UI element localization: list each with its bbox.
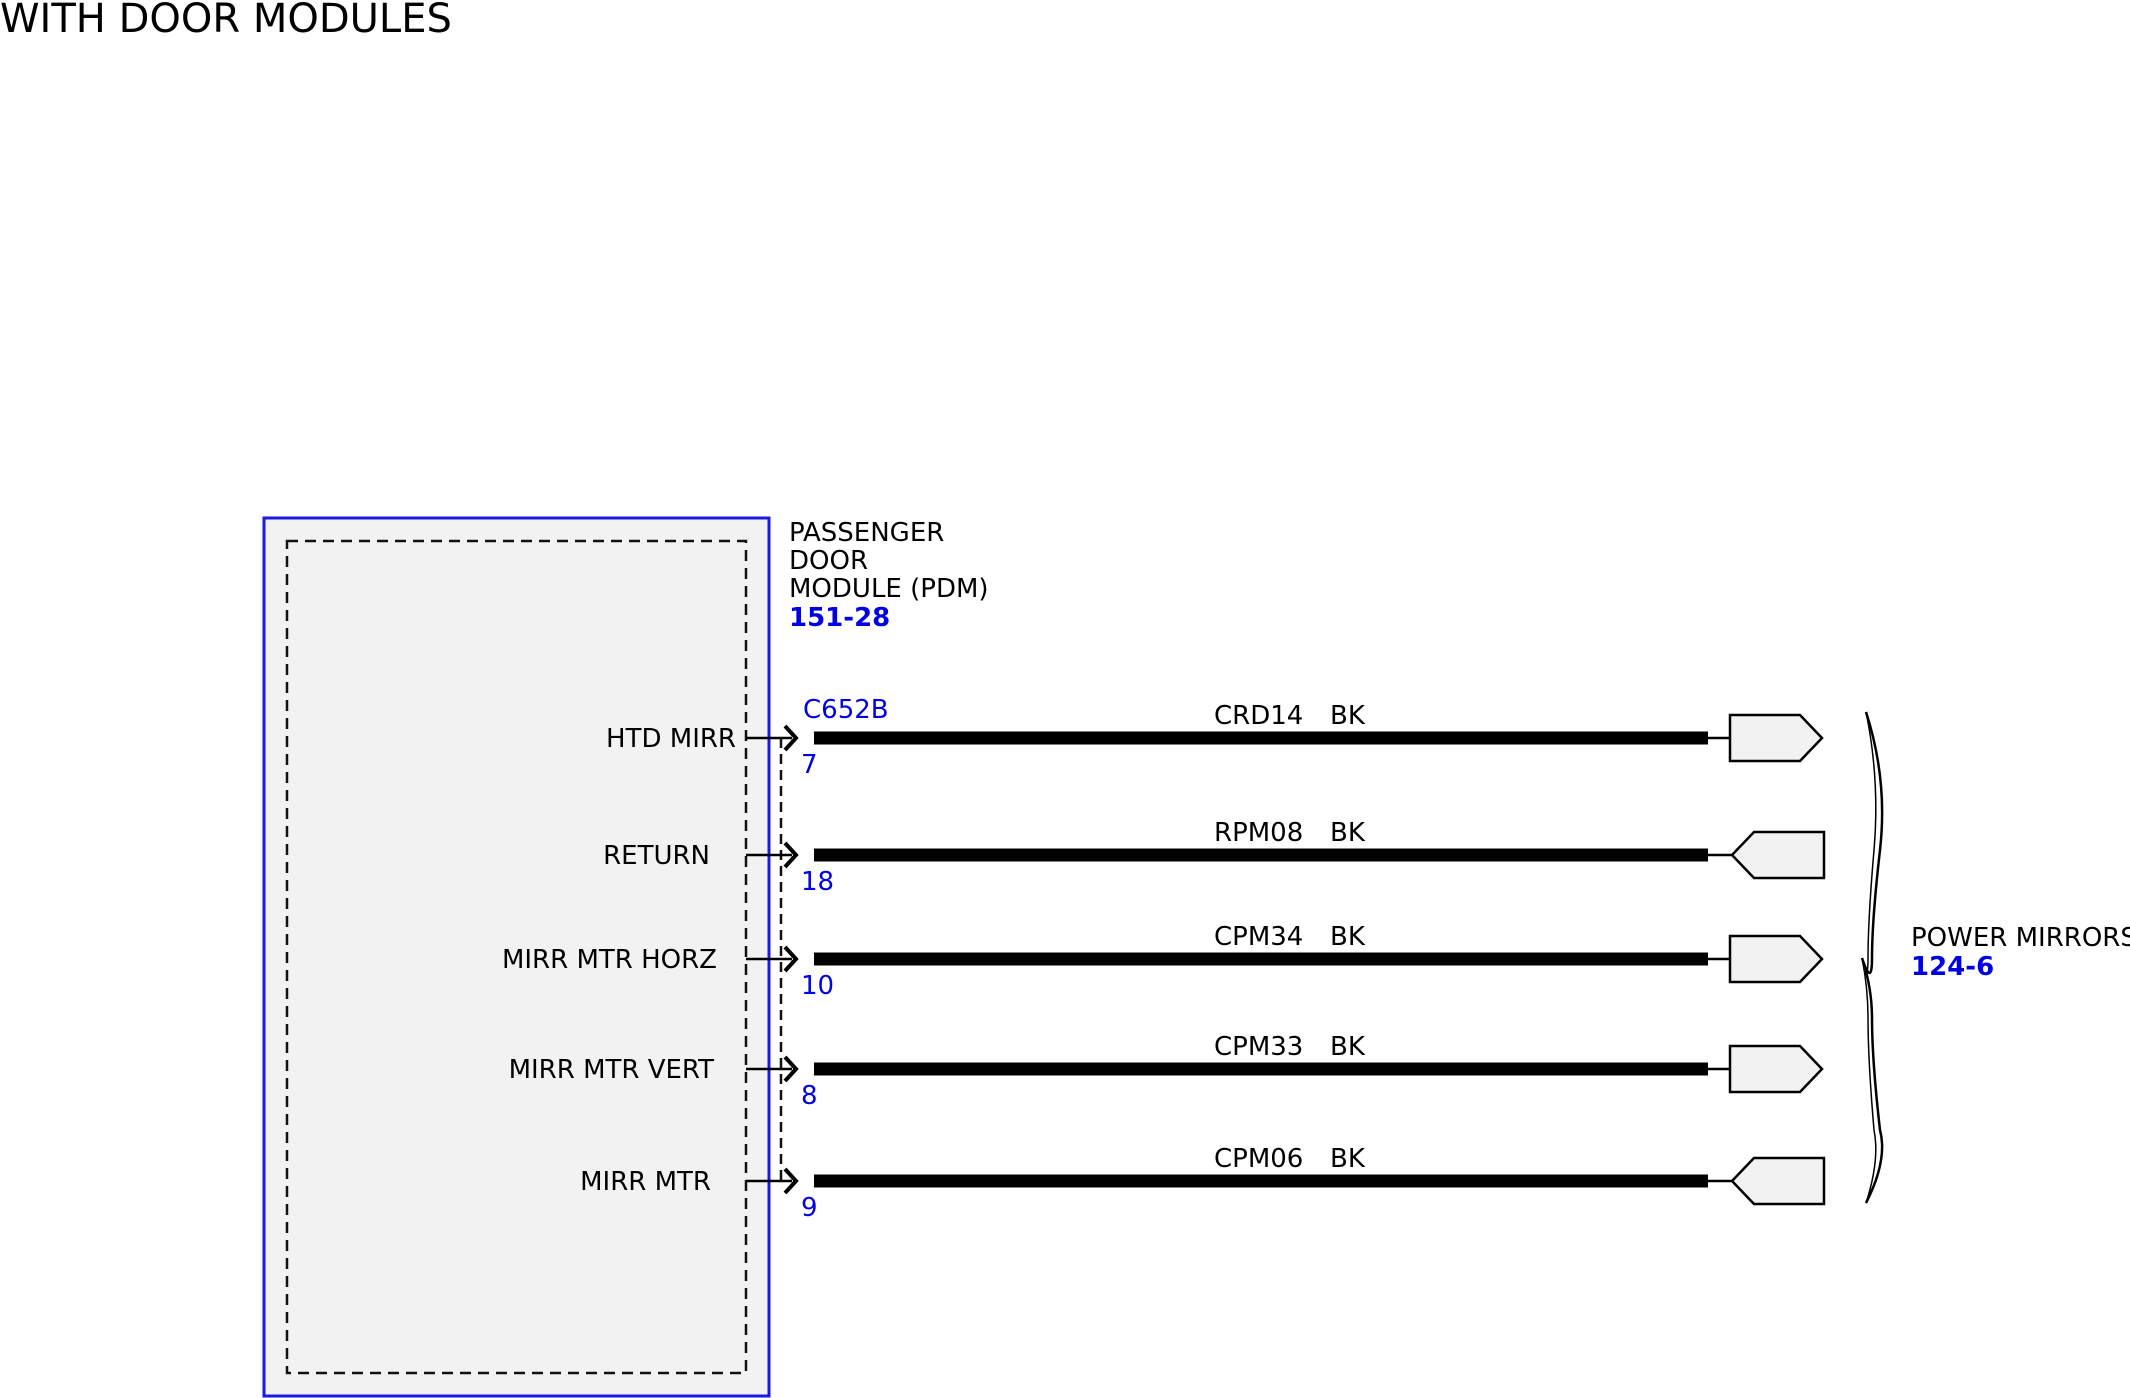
pin-number: 18 <box>801 867 834 897</box>
wire-id: CPM06 <box>1214 1144 1303 1174</box>
module-name-line-2: DOOR <box>789 546 868 576</box>
connector-id[interactable]: C652B <box>803 695 889 725</box>
circuit-row: MIRR MTR HORZ 10 CPM34 BK <box>502 922 1824 1001</box>
connector-pin-icon <box>783 1055 799 1083</box>
connector-pin-icon <box>783 945 799 973</box>
pin-signal-label: MIRR MTR VERT <box>509 1055 715 1085</box>
diagram-title: WITH DOOR MODULES <box>0 0 452 42</box>
module-internal-boundary <box>285 539 748 1375</box>
module-outline <box>262 516 771 1398</box>
pin-signal-label: RETURN <box>603 841 710 871</box>
module-name-line-3: MODULE (PDM) <box>789 574 989 604</box>
output-terminal-icon[interactable] <box>1728 1044 1824 1094</box>
connector-pin-icon <box>783 841 799 869</box>
output-terminal-icon[interactable] <box>1728 713 1824 763</box>
pin-signal-label: MIRR MTR HORZ <box>502 945 717 975</box>
wire-id: CRD14 <box>1214 701 1303 731</box>
connector-pin-icon <box>783 1167 799 1195</box>
input-terminal-icon[interactable] <box>1730 830 1826 880</box>
pin-number: 10 <box>801 971 834 1001</box>
circuit-row: RETURN 18 RPM08 BK <box>603 818 1826 897</box>
wire-color: BK <box>1330 1144 1366 1174</box>
pin-number: 8 <box>801 1081 818 1111</box>
wire-color: BK <box>1330 922 1366 952</box>
pin-signal-label: HTD MIRR <box>606 724 736 754</box>
circuit-row: MIRR MTR VERT 8 CPM33 BK <box>509 1032 1824 1111</box>
wire-color: BK <box>1330 1032 1366 1062</box>
input-terminal-icon[interactable] <box>1730 1156 1826 1206</box>
module-page-ref[interactable]: 151-28 <box>789 603 890 633</box>
circuit-row: MIRR MTR 9 CPM06 BK <box>580 1144 1826 1223</box>
wire-id: RPM08 <box>1214 818 1303 848</box>
destination-name: POWER MIRRORS <box>1911 923 2130 953</box>
pin-signal-label: MIRR MTR <box>580 1167 711 1197</box>
destination-brace <box>1860 711 1884 1204</box>
destination-page-ref[interactable]: 124-6 <box>1911 952 1994 982</box>
output-terminal-icon[interactable] <box>1728 934 1824 984</box>
pin-number: 7 <box>801 750 818 780</box>
pin-number: 9 <box>801 1193 818 1223</box>
connector-pin-icon <box>783 724 799 752</box>
wire-id: CPM33 <box>1214 1032 1303 1062</box>
destination-brace-inner <box>1861 711 1877 1204</box>
wire-color: BK <box>1330 818 1366 848</box>
module-name-line-1: PASSENGER <box>789 518 944 548</box>
circuit-row: HTD MIRR 7 CRD14 BK <box>606 701 1824 780</box>
wire-id: CPM34 <box>1214 922 1303 952</box>
wire-color: BK <box>1330 701 1366 731</box>
